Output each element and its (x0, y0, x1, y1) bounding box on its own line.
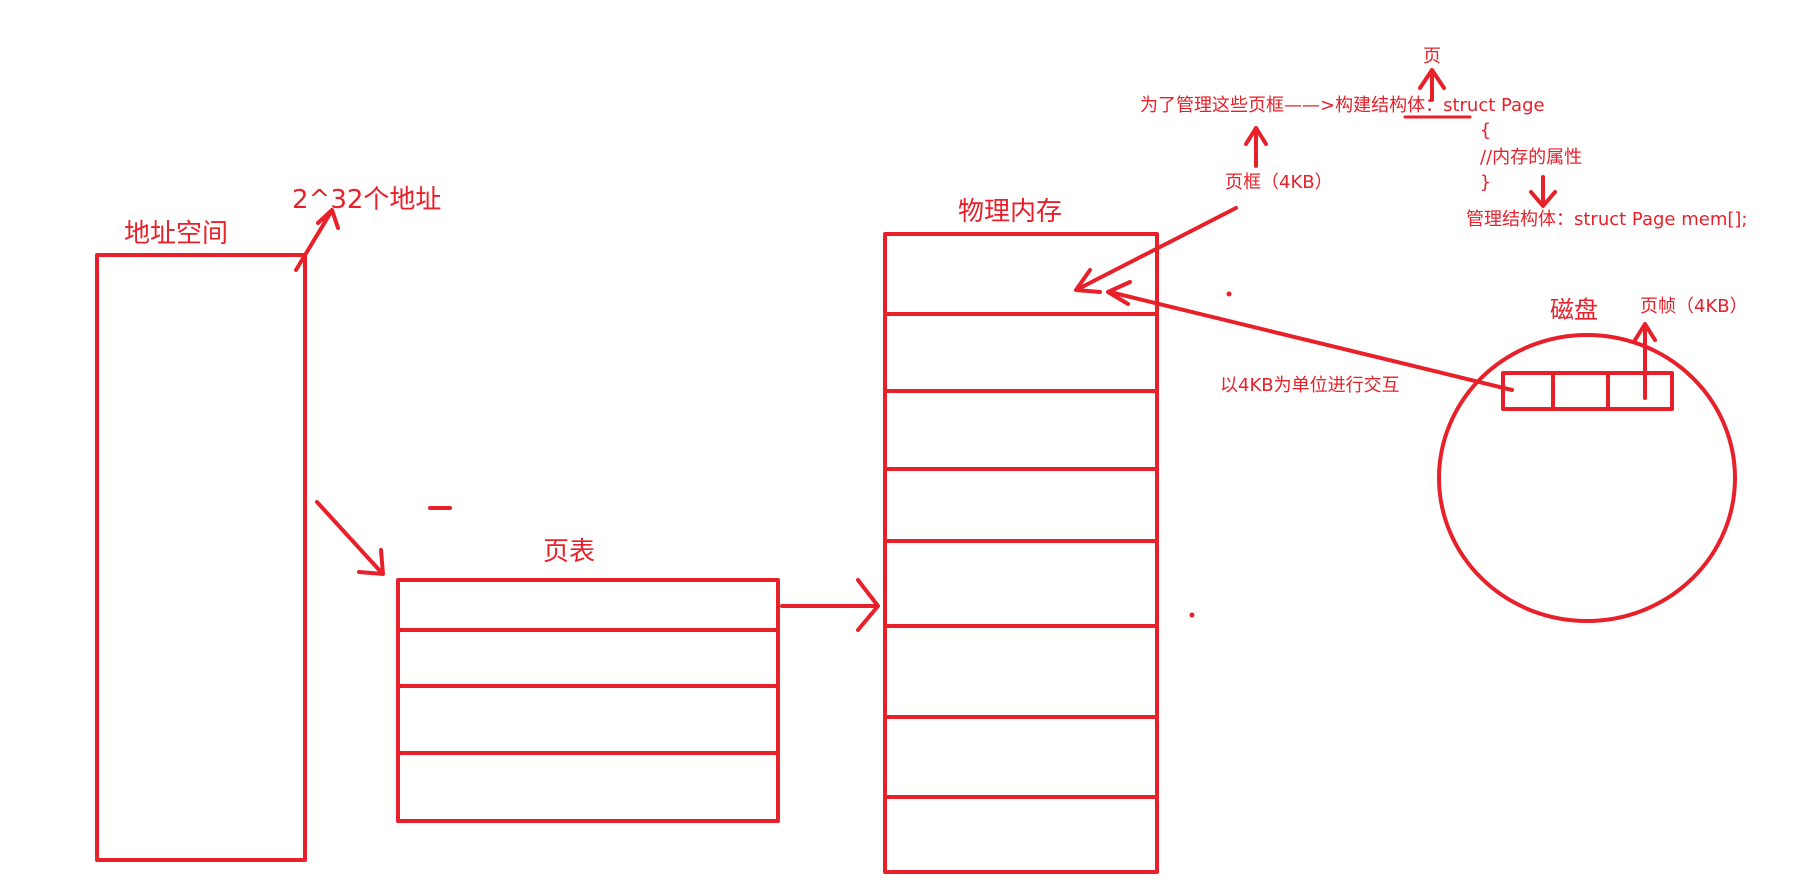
memory-frame (883, 624, 1159, 719)
disk-label: 磁盘 (1550, 296, 1598, 324)
struct-down-arrow (1529, 175, 1557, 208)
page-frame-up-arrow (1244, 126, 1268, 168)
stray-dot (1226, 291, 1232, 297)
address-space-label: 地址空间 (124, 219, 228, 249)
memory-frame (883, 715, 1159, 799)
memory-disk-transfer-arrow (1106, 280, 1514, 392)
manage-frames-label: 为了管理这些页框——>构建结构体：struct Page (1140, 95, 1545, 116)
disk-blocks (1501, 371, 1674, 411)
disk-block (1606, 371, 1674, 411)
memory-frame (883, 232, 1159, 316)
struct-comment: //内存的属性 (1480, 147, 1582, 168)
memory-frame (883, 795, 1159, 874)
disk-frame-arrow (1633, 322, 1657, 400)
memory-frame (883, 389, 1159, 471)
page-frame-to-memory-arrow (1074, 206, 1238, 294)
address-to-pagetable-arrow (315, 500, 385, 576)
memory-frame (883, 467, 1159, 543)
address-count-arrow (294, 208, 340, 272)
pagetable-to-memory-arrow (780, 578, 880, 632)
memory-frame (883, 312, 1159, 393)
address-space-box (95, 253, 307, 862)
page-table (396, 578, 780, 823)
struct-open-brace: { (1480, 120, 1491, 141)
page-table-row (396, 578, 780, 632)
page-table-row (396, 751, 780, 823)
disk-frame-label: 页帧（4KB） (1640, 296, 1748, 317)
transfer-unit-label: 以4KB为单位进行交互 (1220, 375, 1400, 396)
page-frame-label: 页框（4KB） (1225, 172, 1333, 193)
struct-close-brace: } (1480, 172, 1491, 193)
physical-memory (883, 232, 1159, 874)
page-table-row (396, 628, 780, 688)
manage-struct-label: 管理结构体：struct Page mem[]; (1466, 209, 1747, 230)
address-count-label: 2^32个地址 (292, 185, 441, 215)
page-word-arrow (1418, 68, 1446, 102)
page-table-label: 页表 (543, 537, 595, 567)
memory-frame (883, 539, 1159, 628)
stray-dot (1189, 612, 1195, 618)
page-word-label: 页 (1423, 46, 1441, 67)
physical-memory-label: 物理内存 (958, 197, 1062, 227)
disk-circle (1437, 333, 1737, 623)
disk-block (1551, 371, 1610, 411)
page-table-row (396, 684, 780, 755)
